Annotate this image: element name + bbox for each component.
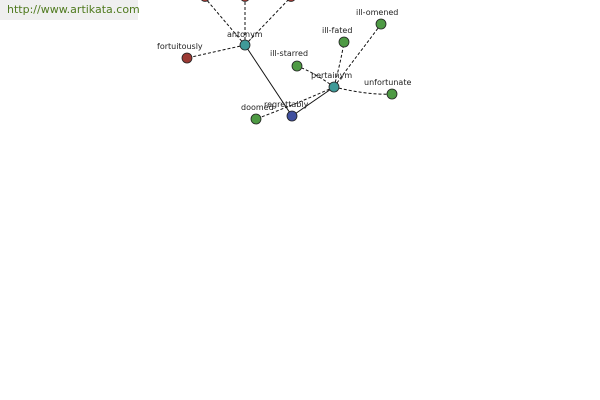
edge-pertainym-ill-omened [333,23,382,88]
node-doomed-circle[interactable] [250,113,262,125]
node-fortuitously-label: fortuitously [157,42,203,51]
edge-pertainym-unfortunate [333,86,393,95]
node-ill-starred-label: ill-starred [270,49,308,58]
node-ill-omened-label: ill-omened [356,8,398,17]
node-fortuitously[interactable]: fortuitously [157,42,203,64]
edge-antonym-top-right [244,0,289,46]
node-doomed[interactable]: doomed [241,103,274,125]
node-ill-starred-circle[interactable] [291,60,303,72]
node-unfortunate[interactable]: unfortunate [364,78,411,100]
node-regrettably-label: regrettably [264,100,309,109]
edge-pertainym-doomed [255,86,335,120]
node-pertainym[interactable]: pertainym [311,71,352,93]
node-pertainym-label: pertainym [311,71,352,80]
node-ill-omened[interactable]: ill-omened [356,8,398,30]
node-ill-omened-circle[interactable] [375,18,387,30]
edge-pertainym-ill-fated [333,41,345,88]
node-unfortunate-label: unfortunate [364,78,411,87]
node-ill-starred[interactable]: ill-starred [270,49,308,72]
edge-pertainym-ill-starred [296,65,335,88]
node-antonym[interactable]: antonym [227,30,263,51]
edge-regrettably-antonym [244,44,293,117]
node-fortuitously-circle[interactable] [181,52,193,64]
node-regrettably-circle[interactable] [286,110,298,122]
site-url-label[interactable]: http://www.artikata.com [0,0,140,20]
node-pertainym-circle[interactable] [328,81,340,93]
node-top-center-circle[interactable] [241,0,250,2]
node-ill-fated-circle[interactable] [338,36,350,48]
node-antonym-label: antonym [227,30,263,39]
node-unfortunate-circle[interactable] [386,88,398,100]
node-antonym-circle[interactable] [239,39,251,51]
node-top-right-circle[interactable] [287,0,296,2]
node-ill-fated-label: ill-fated [322,26,352,35]
node-top-left-circle[interactable] [201,0,210,2]
node-top-center[interactable] [241,0,250,2]
node-top-right[interactable] [287,0,296,2]
node-regrettably[interactable]: regrettably [264,100,309,122]
node-doomed-label: doomed [241,103,274,112]
edge-antonym-top-left [206,0,246,46]
node-ill-fated[interactable]: ill-fated [322,26,352,48]
edge-regrettably-pertainym [291,86,335,117]
node-top-left[interactable] [201,0,210,2]
